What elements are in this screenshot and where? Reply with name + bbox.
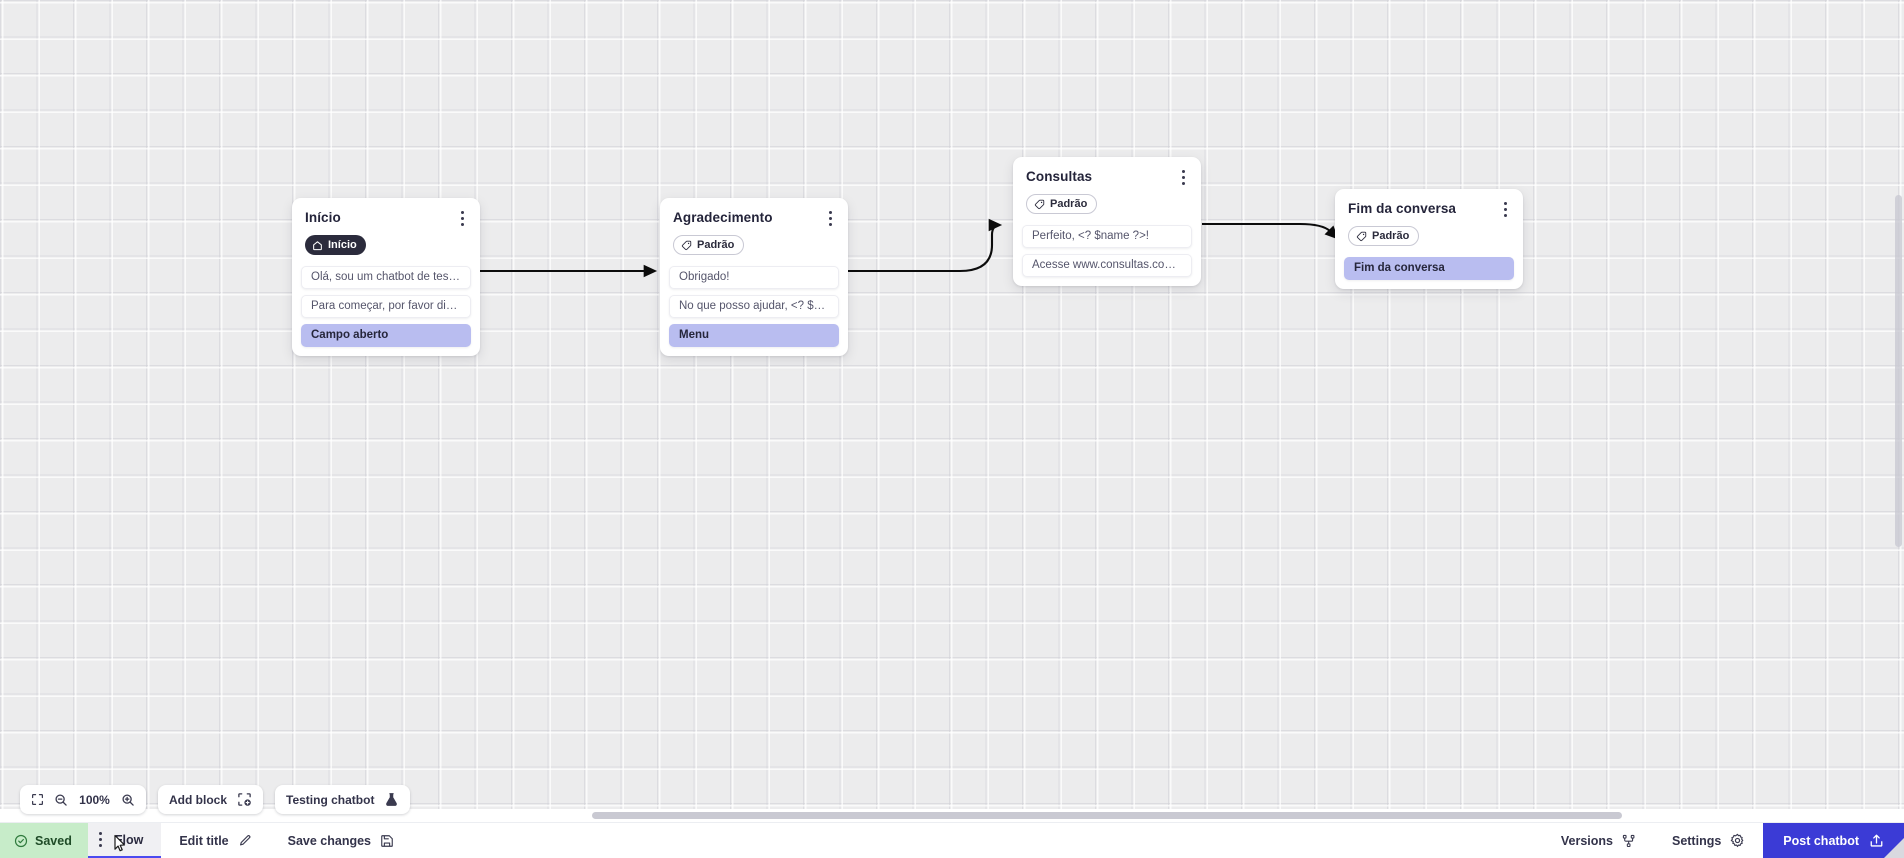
zoom-level-value: 100% <box>79 792 110 807</box>
settings-button[interactable]: Settings <box>1654 823 1763 858</box>
post-chatbot-button[interactable]: Post chatbot <box>1763 823 1904 858</box>
node-rows: Perfeito, <? $name ?>! Acesse www.consul… <box>1013 224 1201 286</box>
edge-agradecimento-consultas <box>848 218 1003 273</box>
canvas-toolbar: 100% Add block Testing chatbot <box>20 785 411 814</box>
zoom-out-icon[interactable] <box>54 793 68 807</box>
add-block-button[interactable]: Add block <box>158 785 264 814</box>
node-badge-row: Padrão <box>660 226 848 266</box>
versions-button[interactable]: Versions <box>1543 823 1654 858</box>
save-changes-button[interactable]: Save changes <box>270 823 412 858</box>
gear-icon <box>1731 833 1744 848</box>
node-badge-padrao[interactable]: Padrão <box>673 235 745 255</box>
edge-consultas-fim <box>1202 222 1339 240</box>
node-row-text: Fim da conversa <box>1354 262 1445 274</box>
node-row-text: Menu <box>679 329 710 341</box>
node-header: Agradecimento <box>660 198 848 226</box>
home-icon <box>313 240 322 250</box>
node-badge-row: Padrão <box>1335 217 1523 257</box>
node-row-text: Perfeito, <? $name ?>! <box>1032 230 1149 242</box>
node-title: Início <box>305 210 341 225</box>
node-menu-icon[interactable] <box>1175 168 1191 186</box>
flow-connectors <box>480 218 1339 278</box>
tag-icon <box>1034 199 1045 209</box>
flow-canvas[interactable]: Início Início Olá, sou um chatbot de tes… <box>0 0 1904 822</box>
zoom-controls: 100% <box>20 785 146 814</box>
kebab-menu-icon[interactable] <box>96 832 105 847</box>
branch-icon <box>1622 834 1635 847</box>
node-title: Fim da conversa <box>1348 201 1457 216</box>
statusbar-spacer <box>412 823 1543 858</box>
zoom-in-icon[interactable] <box>121 793 135 807</box>
node-row-accent[interactable]: Fim da conversa <box>1344 256 1514 280</box>
upload-icon <box>1870 834 1883 847</box>
node-row-accent[interactable]: Menu <box>669 323 839 347</box>
node-row-text: Olá, sou um chatbot de teste! <box>311 271 461 283</box>
node-row-text: Campo aberto <box>311 329 389 341</box>
save-changes-label: Save changes <box>287 833 372 848</box>
node-rows: Olá, sou um chatbot de teste! Para começ… <box>292 265 480 356</box>
node-row[interactable]: Olá, sou um chatbot de teste! <box>301 265 471 289</box>
node-badge-inicio[interactable]: Início <box>305 235 366 255</box>
edit-title-button[interactable]: Edit title <box>161 823 269 858</box>
node-row[interactable]: Para começar, por favor digite o ... <box>301 294 471 318</box>
node-row-text: Obrigado! <box>679 271 730 283</box>
node-badge-padrao[interactable]: Padrão <box>1026 194 1098 214</box>
check-circle-icon <box>14 834 28 847</box>
flow-node-fim-da-conversa[interactable]: Fim da conversa Padrão Fim da conversa <box>1335 189 1523 289</box>
vertical-scrollbar[interactable] <box>1893 0 1904 822</box>
node-menu-icon[interactable] <box>1497 200 1513 218</box>
tab-flow-label: Flow <box>114 832 144 847</box>
testing-chatbot-label: Testing chatbot <box>286 792 375 807</box>
node-rows: Fim da conversa <box>1335 256 1523 289</box>
tag-icon <box>681 240 692 250</box>
node-badge-label: Início <box>328 238 357 251</box>
flow-node-inicio[interactable]: Início Início Olá, sou um chatbot de tes… <box>292 198 480 356</box>
add-block-icon <box>237 792 252 807</box>
node-row-accent[interactable]: Campo aberto <box>301 323 471 347</box>
testing-chatbot-button[interactable]: Testing chatbot <box>275 785 411 814</box>
saved-status-badge: Saved <box>0 823 88 858</box>
tag-icon <box>1356 231 1367 241</box>
pencil-icon <box>239 834 251 845</box>
settings-label: Settings <box>1671 833 1722 848</box>
edit-title-label: Edit title <box>179 833 229 848</box>
vertical-scrollbar-thumb[interactable] <box>1895 195 1902 547</box>
fit-screen-icon[interactable] <box>31 793 44 806</box>
node-row[interactable]: Obrigado! <box>669 265 839 289</box>
post-chatbot-label: Post chatbot <box>1783 833 1859 848</box>
node-row-text: No que posso ajudar, <? $name ... <box>679 300 829 312</box>
versions-label: Versions <box>1560 833 1613 848</box>
horizontal-scrollbar[interactable] <box>0 809 1904 822</box>
node-badge-row: Padrão <box>1013 185 1201 225</box>
node-badge-label: Padrão <box>697 238 735 251</box>
node-badge-label: Padrão <box>1372 229 1410 242</box>
node-header: Início <box>292 198 480 226</box>
node-row[interactable]: No que posso ajudar, <? $name ... <box>669 294 839 318</box>
node-rows: Obrigado! No que posso ajudar, <? $name … <box>660 265 848 356</box>
saved-label: Saved <box>35 833 72 848</box>
floppy-disk-icon <box>381 834 393 847</box>
node-header: Consultas <box>1013 157 1201 185</box>
node-title: Consultas <box>1026 169 1093 184</box>
flow-node-consultas[interactable]: Consultas Padrão Perfeito, <? $name ?>! … <box>1013 157 1201 286</box>
node-badge-row: Início <box>292 226 480 266</box>
add-block-label: Add block <box>169 792 228 807</box>
flow-node-agradecimento[interactable]: Agradecimento Padrão Obrigado! No que po… <box>660 198 848 356</box>
node-badge-label: Padrão <box>1050 197 1088 210</box>
node-row[interactable]: Perfeito, <? $name ?>! <box>1022 224 1192 248</box>
node-menu-icon[interactable] <box>454 209 470 227</box>
node-row[interactable]: Acesse www.consultas.com par... <box>1022 253 1192 277</box>
node-header: Fim da conversa <box>1335 189 1523 217</box>
node-badge-padrao[interactable]: Padrão <box>1348 226 1420 246</box>
node-row-text: Acesse www.consultas.com par... <box>1032 259 1182 271</box>
node-title: Agradecimento <box>673 210 773 225</box>
node-row-text: Para começar, por favor digite o ... <box>311 300 461 312</box>
bottom-status-bar: Saved Flow Edit title Save changes Versi… <box>0 822 1904 858</box>
node-menu-icon[interactable] <box>822 209 838 227</box>
horizontal-scrollbar-thumb[interactable] <box>592 812 1622 819</box>
flask-icon <box>384 792 399 807</box>
tab-flow[interactable]: Flow <box>87 823 162 858</box>
